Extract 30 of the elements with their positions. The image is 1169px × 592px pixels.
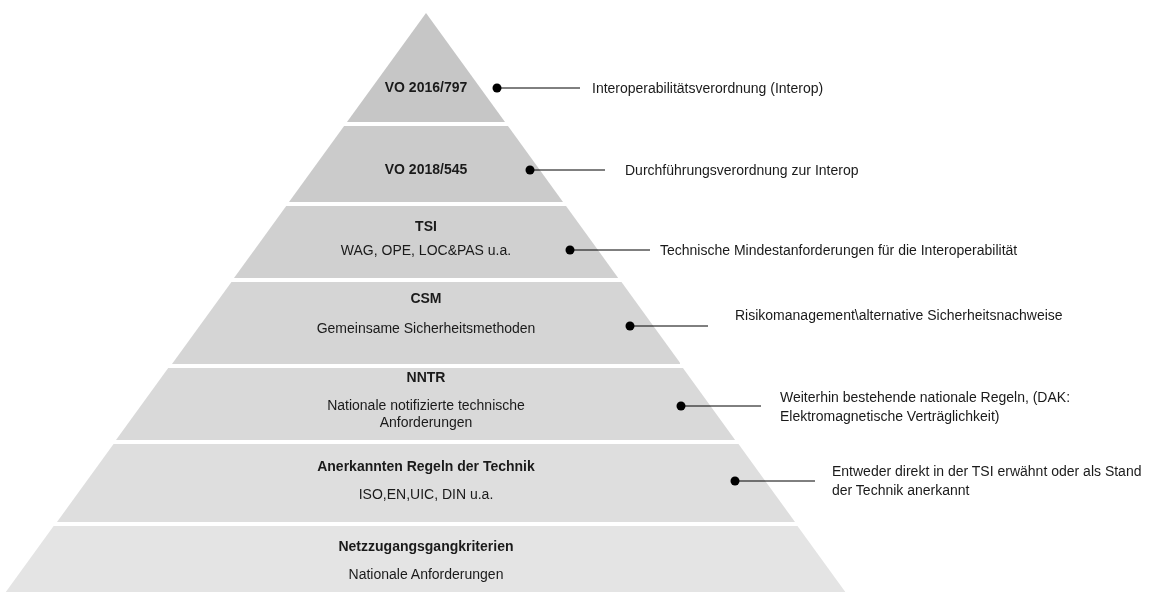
leader-line bbox=[525, 165, 606, 175]
layer-heading: Anerkannten Regeln der Technik bbox=[317, 458, 535, 475]
pyramid-layer bbox=[56, 444, 795, 522]
annotation-text: Interoperabilitätsverordnung (Interop) bbox=[592, 79, 824, 98]
pyramid-layer bbox=[346, 13, 505, 122]
leader-line bbox=[625, 321, 709, 331]
layer-description: Nationale Anforderungen bbox=[348, 566, 504, 583]
pyramid-layer bbox=[233, 206, 619, 278]
annotation-text: Risikomanagement\alternative Sicherheitsnachweise bbox=[735, 306, 1063, 325]
leader-line bbox=[730, 476, 816, 486]
layer-description: Gemeinsame Sicherheitsmethoden bbox=[316, 320, 536, 337]
layer-description: WAG, OPE, LOC&PAS u.a. bbox=[340, 242, 512, 259]
pyramid-layer bbox=[116, 368, 736, 440]
layer-heading: NNTR bbox=[406, 369, 446, 386]
leader-line bbox=[676, 401, 762, 411]
annotation-text: Technische Mindestanforderungen für die Interoperabilität bbox=[660, 241, 1018, 260]
layer-description: Nationale notifizierte technische Anforderungen bbox=[326, 397, 526, 431]
layer-heading: CSM bbox=[410, 290, 442, 307]
leader-line bbox=[492, 83, 581, 93]
layer-heading: Netzzugangsgangkriterien bbox=[338, 538, 514, 555]
layer-heading: VO 2018/545 bbox=[384, 161, 468, 178]
annotation-text: Durchführungsverordnung zur Interop bbox=[625, 161, 859, 180]
layer-heading: VO 2016/797 bbox=[384, 79, 468, 96]
annotation-text: Entweder direkt in der TSI erwähnt oder als Stand der Technik anerkannt bbox=[832, 462, 1165, 500]
pyramid-layer bbox=[288, 126, 563, 202]
annotation-text: Weiterhin bestehende nationale Regeln, (DAK: Elektromagnetische Verträglichkeit) bbox=[780, 388, 1165, 426]
leader-line bbox=[565, 245, 651, 255]
layer-heading: TSI bbox=[415, 218, 437, 235]
layer-description: ISO,EN,UIC, DIN u.a. bbox=[358, 486, 494, 503]
pyramid-layer bbox=[171, 282, 681, 364]
